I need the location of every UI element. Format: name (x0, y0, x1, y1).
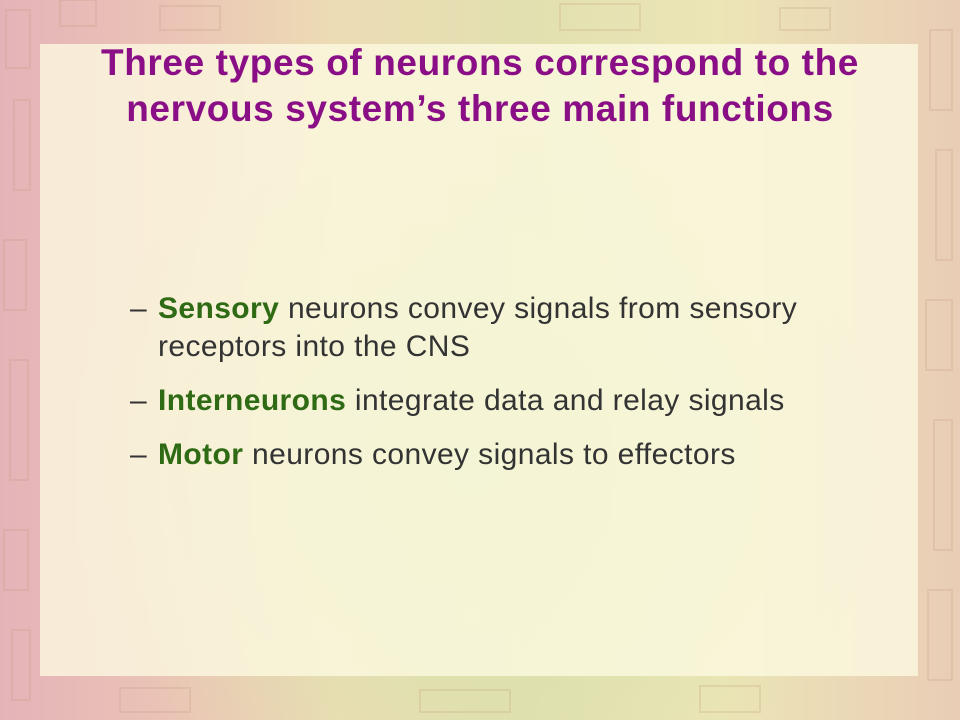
bullet-text: Motor neurons convey signals to effector… (158, 436, 736, 474)
bullet-dash: – (130, 438, 148, 471)
bullet-text: Interneurons integrate data and relay si… (158, 382, 785, 420)
bullet-item-interneurons: – Interneurons integrate data and relay … (130, 382, 890, 420)
content-panel (40, 44, 918, 676)
bullet-text: Sensory neurons convey signals from sens… (158, 290, 890, 366)
bullet-item-motor: – Motor neurons convey signals to effect… (130, 436, 890, 474)
bullet-description: neurons convey signals to effectors (243, 438, 736, 471)
bullet-dash: – (130, 292, 148, 325)
bullet-item-sensory: – Sensory neurons convey signals from se… (130, 290, 890, 366)
bullet-description: neurons convey signals from sensory rece… (158, 292, 798, 363)
bullet-list: – Sensory neurons convey signals from se… (130, 290, 890, 490)
bullet-term: Motor (158, 438, 244, 471)
bullet-dash: – (130, 384, 148, 417)
bullet-term: Sensory (158, 292, 280, 325)
bullet-term: Interneurons (158, 384, 347, 417)
slide-title: Three types of neurons correspond to the… (101, 42, 859, 130)
bullet-description: integrate data and relay signals (346, 384, 785, 417)
